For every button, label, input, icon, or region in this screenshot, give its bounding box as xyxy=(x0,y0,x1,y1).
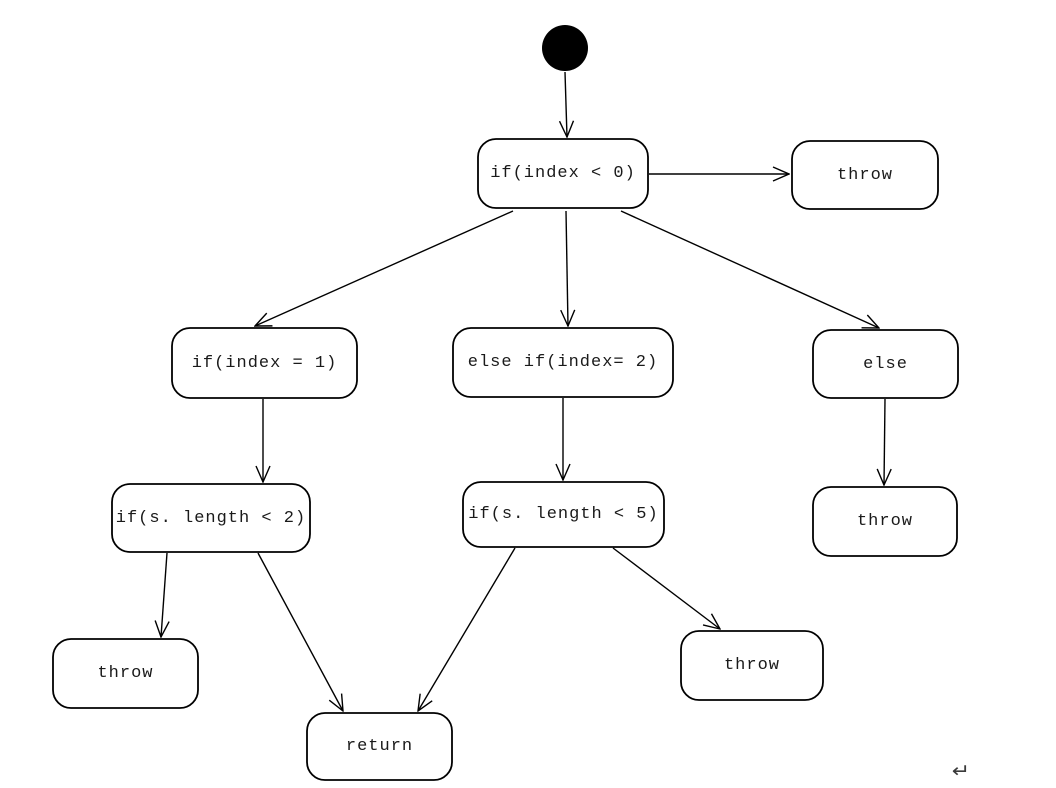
edge-else-to-throw-else xyxy=(884,398,885,485)
node-group xyxy=(52,138,959,781)
node-throw-else xyxy=(812,486,958,557)
node-else xyxy=(812,329,959,399)
node-return xyxy=(306,712,453,781)
edge-group xyxy=(161,71,885,711)
node-if-s-length-lt-5 xyxy=(462,481,665,548)
node-throw-top xyxy=(791,140,939,210)
node-else-if-index-eq-2 xyxy=(452,327,674,398)
edge-if-index-lt-0-to-if-index-eq-1 xyxy=(255,210,514,326)
node-throw-right xyxy=(680,630,824,701)
node-if-index-eq-1 xyxy=(171,327,358,399)
edge-if-index-lt-0-to-else-if-index-eq-2 xyxy=(566,210,568,326)
edge-if-s-length-lt-5-to-return xyxy=(418,547,516,711)
paragraph-return-mark: ↵ xyxy=(951,760,971,782)
edge-if-index-lt-0-to-else xyxy=(620,210,879,328)
edge-start-to-if-index-lt-0 xyxy=(565,71,567,137)
start-node xyxy=(542,25,588,71)
node-if-index-lt-0 xyxy=(477,138,649,209)
edge-if-s-length-lt-5-to-throw-right xyxy=(612,547,720,629)
edge-if-s-length-lt-2-to-return xyxy=(257,552,343,711)
edge-if-s-length-lt-2-to-throw-left xyxy=(161,552,167,637)
node-throw-left xyxy=(52,638,199,709)
node-if-s-length-lt-2 xyxy=(111,483,311,553)
